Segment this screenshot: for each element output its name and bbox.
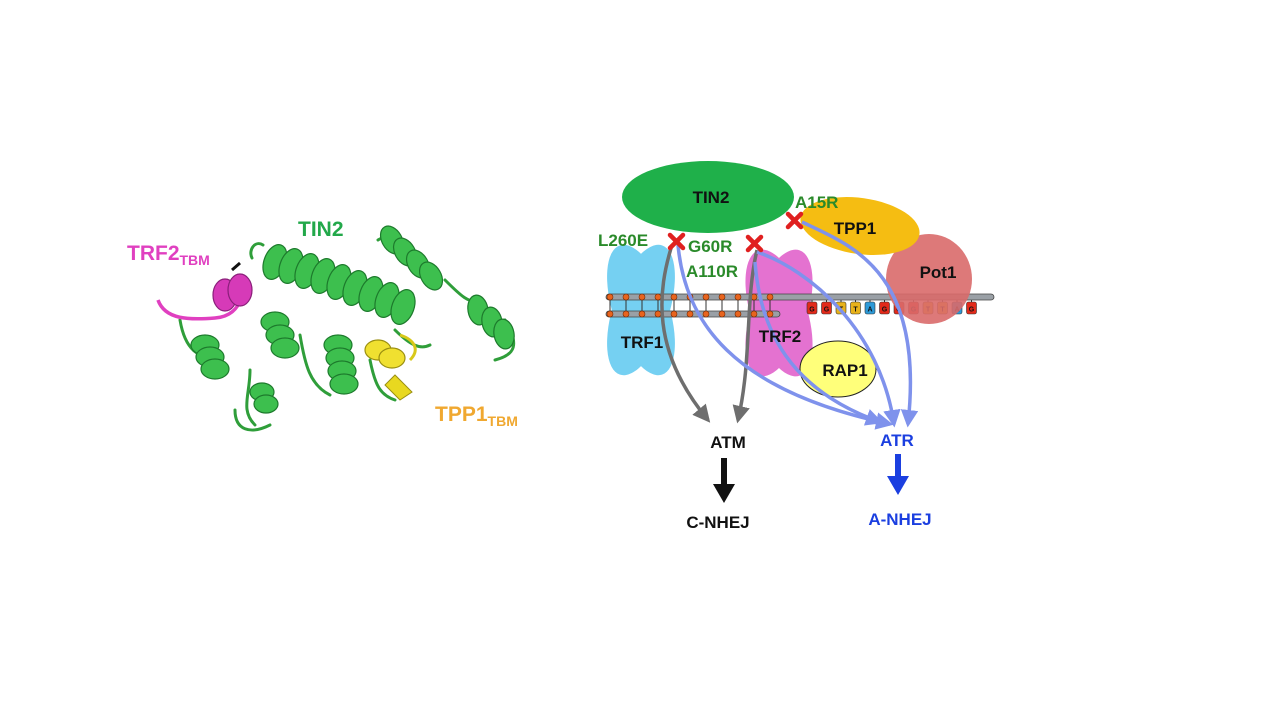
pot1-model-label: Pot1 [920, 263, 957, 282]
tin2-structure-label: TIN2 [298, 218, 344, 241]
overhang-base-letter: G [969, 307, 975, 314]
dna-phosphate [638, 310, 646, 318]
atr-to-anhej-arrow [887, 454, 909, 495]
cross-a15r [785, 211, 804, 230]
trf2-model-label: TRF2 [759, 327, 802, 346]
tin2-helix-left-coil [190, 334, 230, 380]
overhang-base-letter: G [882, 307, 888, 314]
c-nhej-label: C-NHEJ [686, 513, 749, 532]
dna-phosphate [766, 310, 774, 318]
dna-phosphate [670, 293, 678, 301]
overhang-base-box [966, 301, 977, 315]
mutation-a15r-label: A15R [795, 193, 838, 212]
tpp1-tbm-peptide [364, 333, 417, 401]
tin2-helix-far-right [467, 294, 515, 350]
dna-phosphate [638, 293, 646, 301]
dna-phosphate [718, 310, 726, 318]
cross-l260e [667, 232, 686, 251]
dna-phosphate [606, 310, 614, 318]
overhang-base-letter: A [867, 307, 872, 314]
overhang-base-letter: G [824, 307, 830, 314]
dna-phosphate [718, 293, 726, 301]
tin2-helix-upper-right [379, 225, 444, 291]
dna-phosphate [654, 293, 662, 301]
signaling-arrows [660, 220, 919, 430]
overhang-base-box [864, 301, 876, 315]
dna-phosphate [670, 310, 678, 318]
trf2-tbm-label: TRF2TBM [127, 242, 210, 268]
overhang-base-box [850, 301, 861, 315]
mutation-l260e-label: L260E [598, 231, 648, 250]
dna-phosphate [606, 293, 614, 301]
mutation-marks [667, 211, 804, 253]
mutation-a110r-label: A110R [686, 262, 738, 281]
overhang-base-letter: G [809, 307, 815, 314]
dna-phosphate [622, 310, 630, 318]
pot1-protein [886, 234, 972, 324]
tin2-helix-center-coil [323, 334, 359, 395]
tpp1-model-label: TPP1 [834, 219, 877, 238]
tin2-long-helix [262, 244, 416, 325]
atm-label: ATM [710, 433, 746, 452]
rap1-protein [799, 340, 877, 398]
dna-phosphate [654, 310, 662, 318]
tpp1-protein [800, 197, 920, 255]
dna-phosphate [734, 310, 742, 318]
arrow-tpp1-to-atr [801, 220, 919, 428]
arrow-trf2-to-atm [732, 249, 759, 424]
trf1-protein [607, 244, 675, 376]
mutation-g60r-label: G60R [688, 237, 732, 256]
overhang-base-box [806, 301, 818, 315]
dna-phosphate [766, 293, 774, 301]
dna-phosphate [622, 293, 630, 301]
dna-phosphate [702, 293, 710, 301]
shelterin-model: GGTTAGGGTTAG TIN2 TPP1 Pot1 T [598, 161, 995, 532]
arrow-trf2-to-atr [753, 261, 884, 426]
tin2-helix-mid-coil [260, 311, 300, 359]
tin2-model-label: TIN2 [693, 188, 730, 207]
overhang-base-box [821, 301, 832, 315]
arrow-trf1-to-atm [660, 244, 711, 423]
rap1-model-label: RAP1 [822, 361, 867, 380]
atr-label: ATR [880, 431, 914, 450]
dna-phosphate [686, 310, 694, 318]
tin2-protein [622, 161, 794, 233]
a-nhej-label: A-NHEJ [868, 510, 931, 529]
dna-phosphate [734, 293, 742, 301]
overhang-base-box [879, 301, 890, 315]
tpp1-tbm-label: TPP1TBM [435, 403, 518, 429]
arrow-trf1-to-atr [676, 244, 894, 430]
cross-g60r [745, 234, 764, 253]
dna-phosphate [750, 310, 758, 318]
crystal-structure: TIN2 TRF2TBM TPP1TBM [127, 218, 518, 432]
overhang-base-letter: T [853, 307, 858, 314]
trf2-tbm-peptide [156, 261, 253, 321]
dna-phosphate [702, 310, 710, 318]
arrow-tin2-to-atr [756, 250, 901, 428]
tin2-helix-bottom-coil [249, 382, 279, 414]
trf1-model-label: TRF1 [621, 333, 664, 352]
atm-to-cnhej-arrow [713, 458, 735, 503]
